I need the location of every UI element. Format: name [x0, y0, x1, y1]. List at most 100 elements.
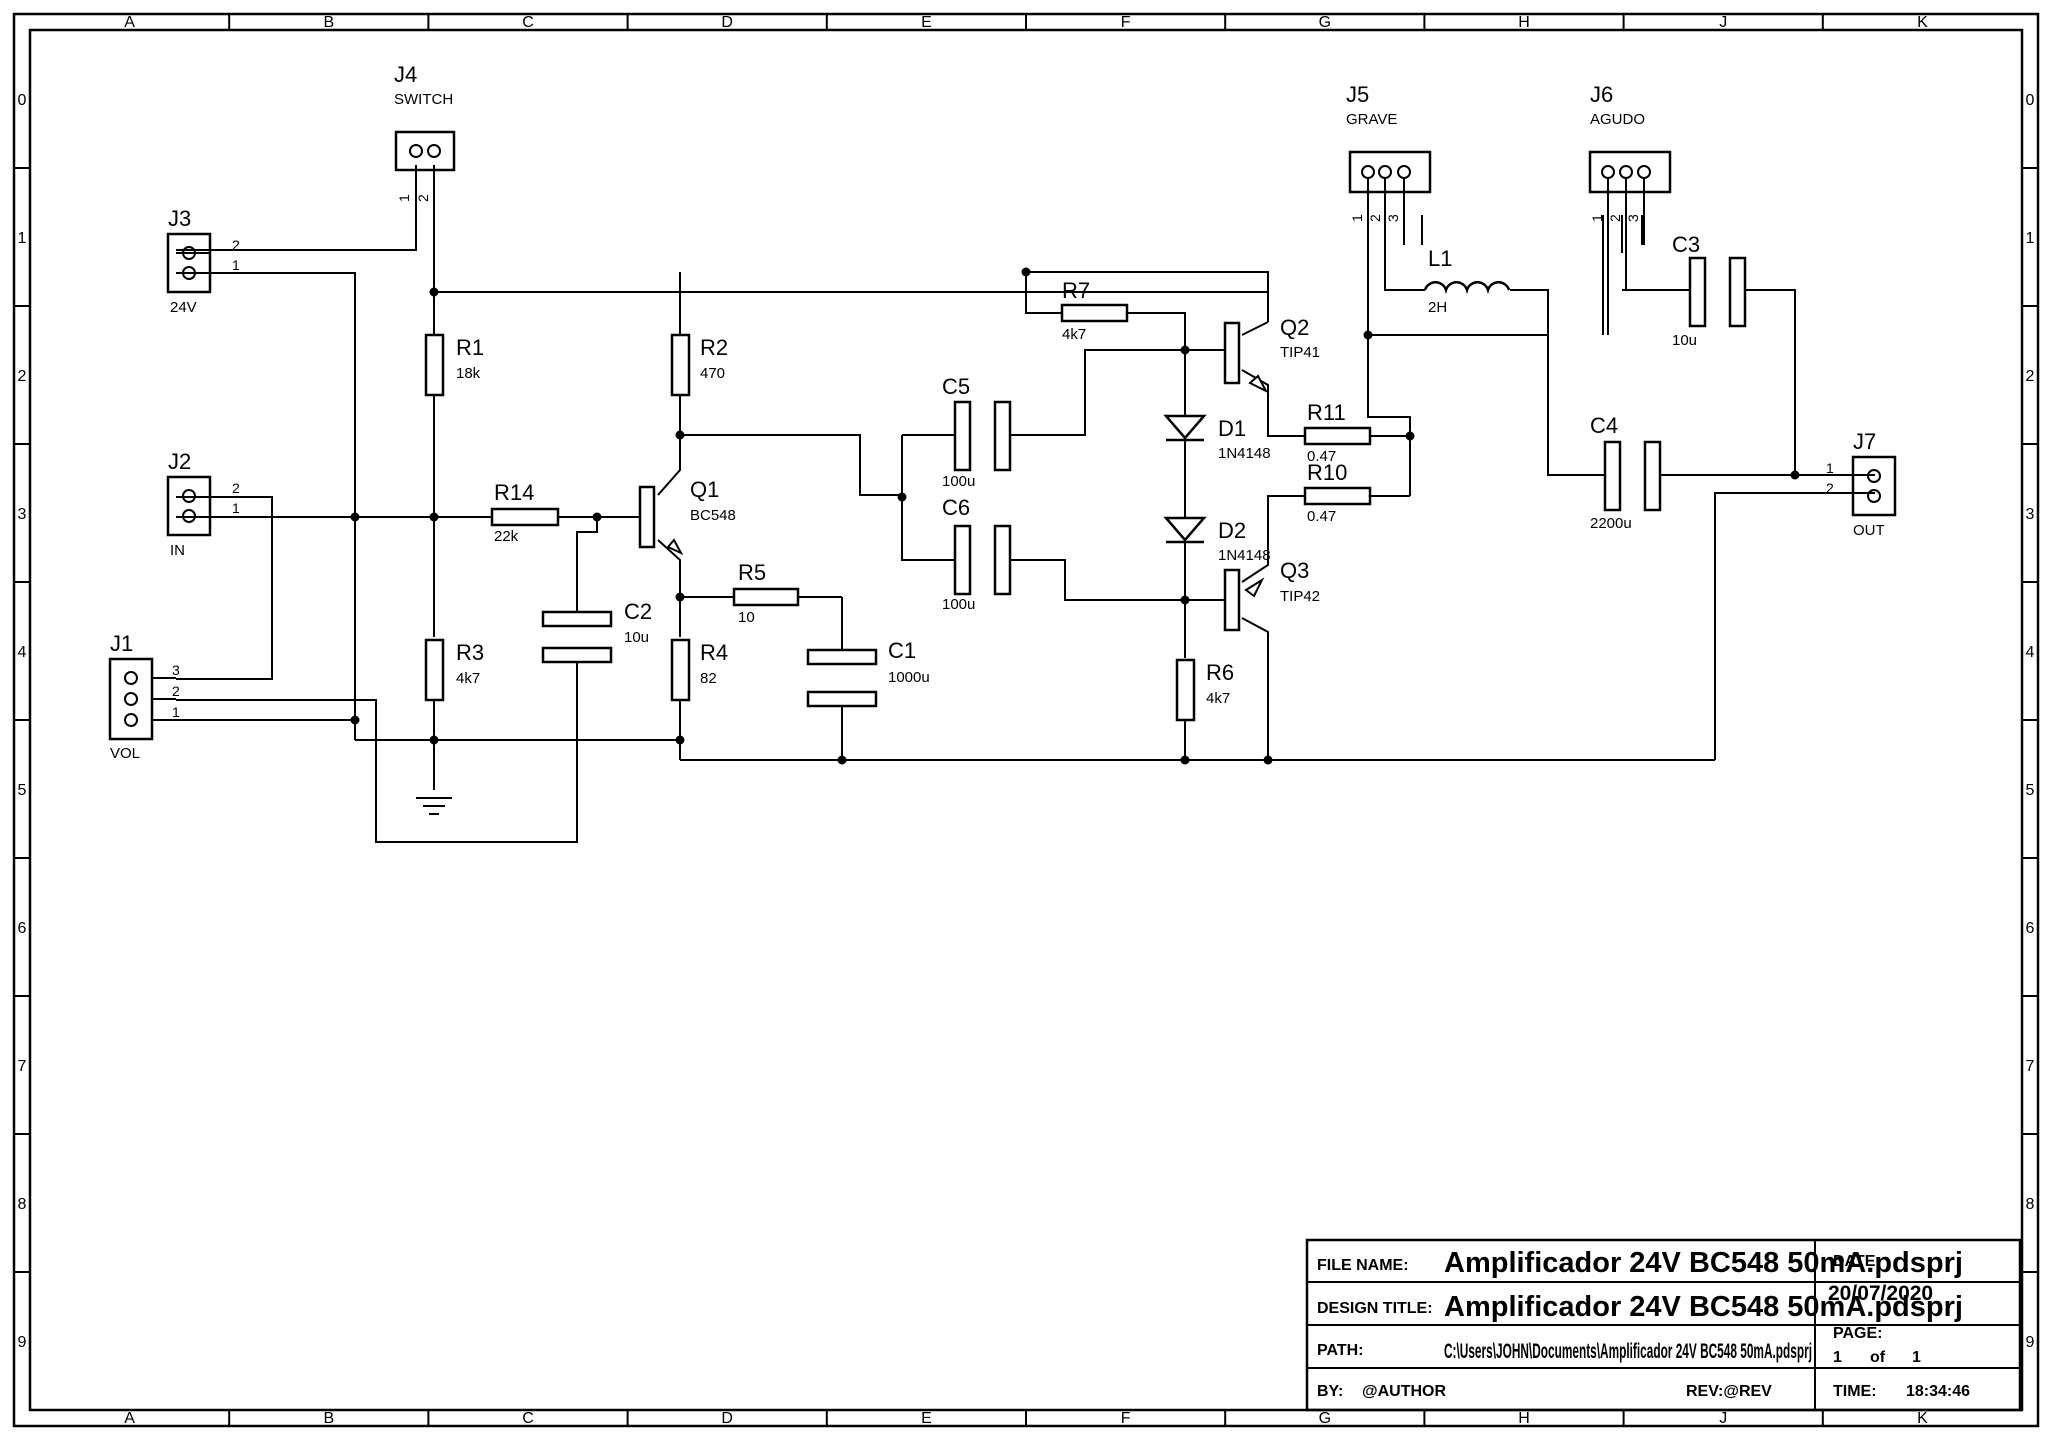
c3-value: 10u: [1672, 332, 1697, 349]
row-label-5-right: 5: [2026, 782, 2035, 799]
row-label-8-left: 8: [18, 1196, 27, 1213]
j7-pin-1: 1: [1826, 460, 1834, 476]
column-label-d-top: D: [721, 14, 733, 31]
page-label: PAGE:: [1833, 1325, 1882, 1342]
j6-ref: J6: [1590, 82, 1613, 107]
r6-ref: R6: [1206, 660, 1234, 685]
j7-value: OUT: [1853, 522, 1885, 539]
j1-pin-2: 2: [172, 683, 180, 699]
path-value: C:\Users\JOHN\Documents\Amplificador 24V…: [1444, 1340, 1812, 1363]
r10-value: 0.47: [1307, 508, 1336, 525]
c6-ref: C6: [942, 495, 970, 520]
resistor-r2: R2 470: [670, 333, 728, 397]
r1-ref: R1: [456, 335, 484, 360]
resistor-r11: R11 0.47: [1303, 400, 1372, 465]
column-label-g-top: G: [1319, 14, 1331, 31]
row-label-8-right: 8: [2026, 1196, 2035, 1213]
page-of: of: [1870, 1349, 1886, 1366]
column-label-k-top: K: [1917, 14, 1928, 31]
transistor-q3: Q3 TIP42: [1223, 558, 1320, 632]
author-value: @AUTHOR: [1362, 1383, 1446, 1400]
connector-j7: J7 OUT 1 2: [1826, 429, 1897, 539]
resistor-r7: R7 4k7: [1060, 278, 1129, 343]
date-label: DATE:: [1833, 1253, 1881, 1270]
row-label-4-right: 4: [2026, 644, 2035, 661]
d2-value: 1N4148: [1218, 547, 1271, 564]
file-name-label: FILE NAME:: [1317, 1257, 1409, 1274]
d2-ref: D2: [1218, 518, 1246, 543]
column-label-j-bottom: J: [1719, 1410, 1727, 1427]
j7-ref: J7: [1853, 429, 1876, 454]
column-label-e-bottom: E: [921, 1410, 932, 1427]
j2-ref: J2: [168, 449, 191, 474]
c2-value: 10u: [624, 629, 649, 646]
row-label-3-right: 3: [2026, 506, 2035, 523]
column-label-b-bottom: B: [323, 1410, 334, 1427]
row-label-9-left: 9: [18, 1334, 27, 1351]
q2-value: TIP41: [1280, 344, 1320, 361]
row-label-3-left: 3: [18, 506, 27, 523]
j3-pin-2: 2: [232, 237, 240, 253]
rev-value: REV:@REV: [1686, 1383, 1772, 1400]
j6-leads: [1607, 178, 1645, 335]
ground-symbol: [416, 797, 452, 815]
r2-ref: R2: [700, 335, 728, 360]
j2-pin-2: 2: [232, 480, 240, 496]
diode-d1: D1 1N4148: [1163, 410, 1271, 462]
c6-value: 100u: [942, 596, 975, 613]
transistor-q2: Q2 TIP41: [1223, 315, 1320, 394]
j1-value: VOL: [110, 745, 140, 762]
j2-value: IN: [170, 542, 185, 559]
connector-j1: J1 VOL 3 2 1: [108, 631, 180, 762]
connector-j4: J4 SWITCH 1 2: [394, 62, 456, 202]
wires: [176, 165, 1875, 843]
j7-pin-2: 2: [1826, 480, 1834, 496]
r2-value: 470: [700, 365, 725, 382]
row-label-1-right: 1: [2026, 230, 2035, 247]
c4-value: 2200u: [1590, 515, 1632, 532]
j1-pin-1: 1: [172, 704, 180, 720]
page-total: 1: [1912, 1349, 1921, 1366]
q2-ref: Q2: [1280, 315, 1309, 340]
connector-j3: J3 24V 2 1: [166, 206, 240, 316]
capacitor-c4: C4 2200u: [1590, 413, 1662, 532]
transistor-q1: Q1 BC548: [638, 477, 736, 556]
j5-value: GRAVE: [1346, 111, 1397, 128]
diode-d2: D2 1N4148: [1163, 512, 1271, 564]
j6-pin-1: 1: [1589, 214, 1605, 222]
row-label-0-left: 0: [18, 92, 27, 109]
r4-value: 82: [700, 670, 717, 687]
resistor-r6: R6 4k7: [1175, 658, 1234, 722]
design-title-label: DESIGN TITLE:: [1317, 1300, 1433, 1317]
title-block: FILE NAME: Amplificador 24V BC548 50mA.p…: [1305, 1238, 2022, 1412]
j1-pin-3: 3: [172, 662, 180, 678]
j2-pin-1: 1: [232, 500, 240, 516]
resistor-r3: R3 4k7: [424, 638, 484, 702]
capacitor-c5: C5 100u: [942, 374, 1012, 490]
l1-ref: L1: [1428, 246, 1452, 271]
r3-value: 4k7: [456, 670, 480, 687]
q3-value: TIP42: [1280, 588, 1320, 605]
j5-leads: [1367, 178, 1405, 245]
path-label: PATH:: [1317, 1342, 1364, 1359]
row-label-4-left: 4: [18, 644, 27, 661]
c1-value: 1000u: [888, 669, 930, 686]
r1-value: 18k: [456, 365, 481, 382]
row-label-7-left: 7: [18, 1058, 27, 1075]
j5-pin-2: 2: [1367, 214, 1383, 222]
column-label-c-top: C: [522, 14, 534, 31]
column-label-k-bottom: K: [1917, 1410, 1928, 1427]
r11-ref: R11: [1307, 400, 1346, 425]
connector-j5: J5 GRAVE 1 2 3: [1346, 82, 1432, 222]
j-pin-leads: [152, 252, 210, 721]
design-title: Amplificador 24V BC548 50mA.pdsprj: [1444, 1291, 1963, 1323]
capacitor-c1: C1 1000u: [806, 638, 930, 708]
row-label-9-right: 9: [2026, 1334, 2035, 1351]
c1-ref: C1: [888, 638, 916, 663]
c4-ref: C4: [1590, 413, 1618, 438]
row-label-5-left: 5: [18, 782, 27, 799]
l1-value: 2H: [1428, 299, 1447, 316]
j4-ref: J4: [394, 62, 417, 87]
j6-pin-3: 3: [1625, 214, 1641, 222]
